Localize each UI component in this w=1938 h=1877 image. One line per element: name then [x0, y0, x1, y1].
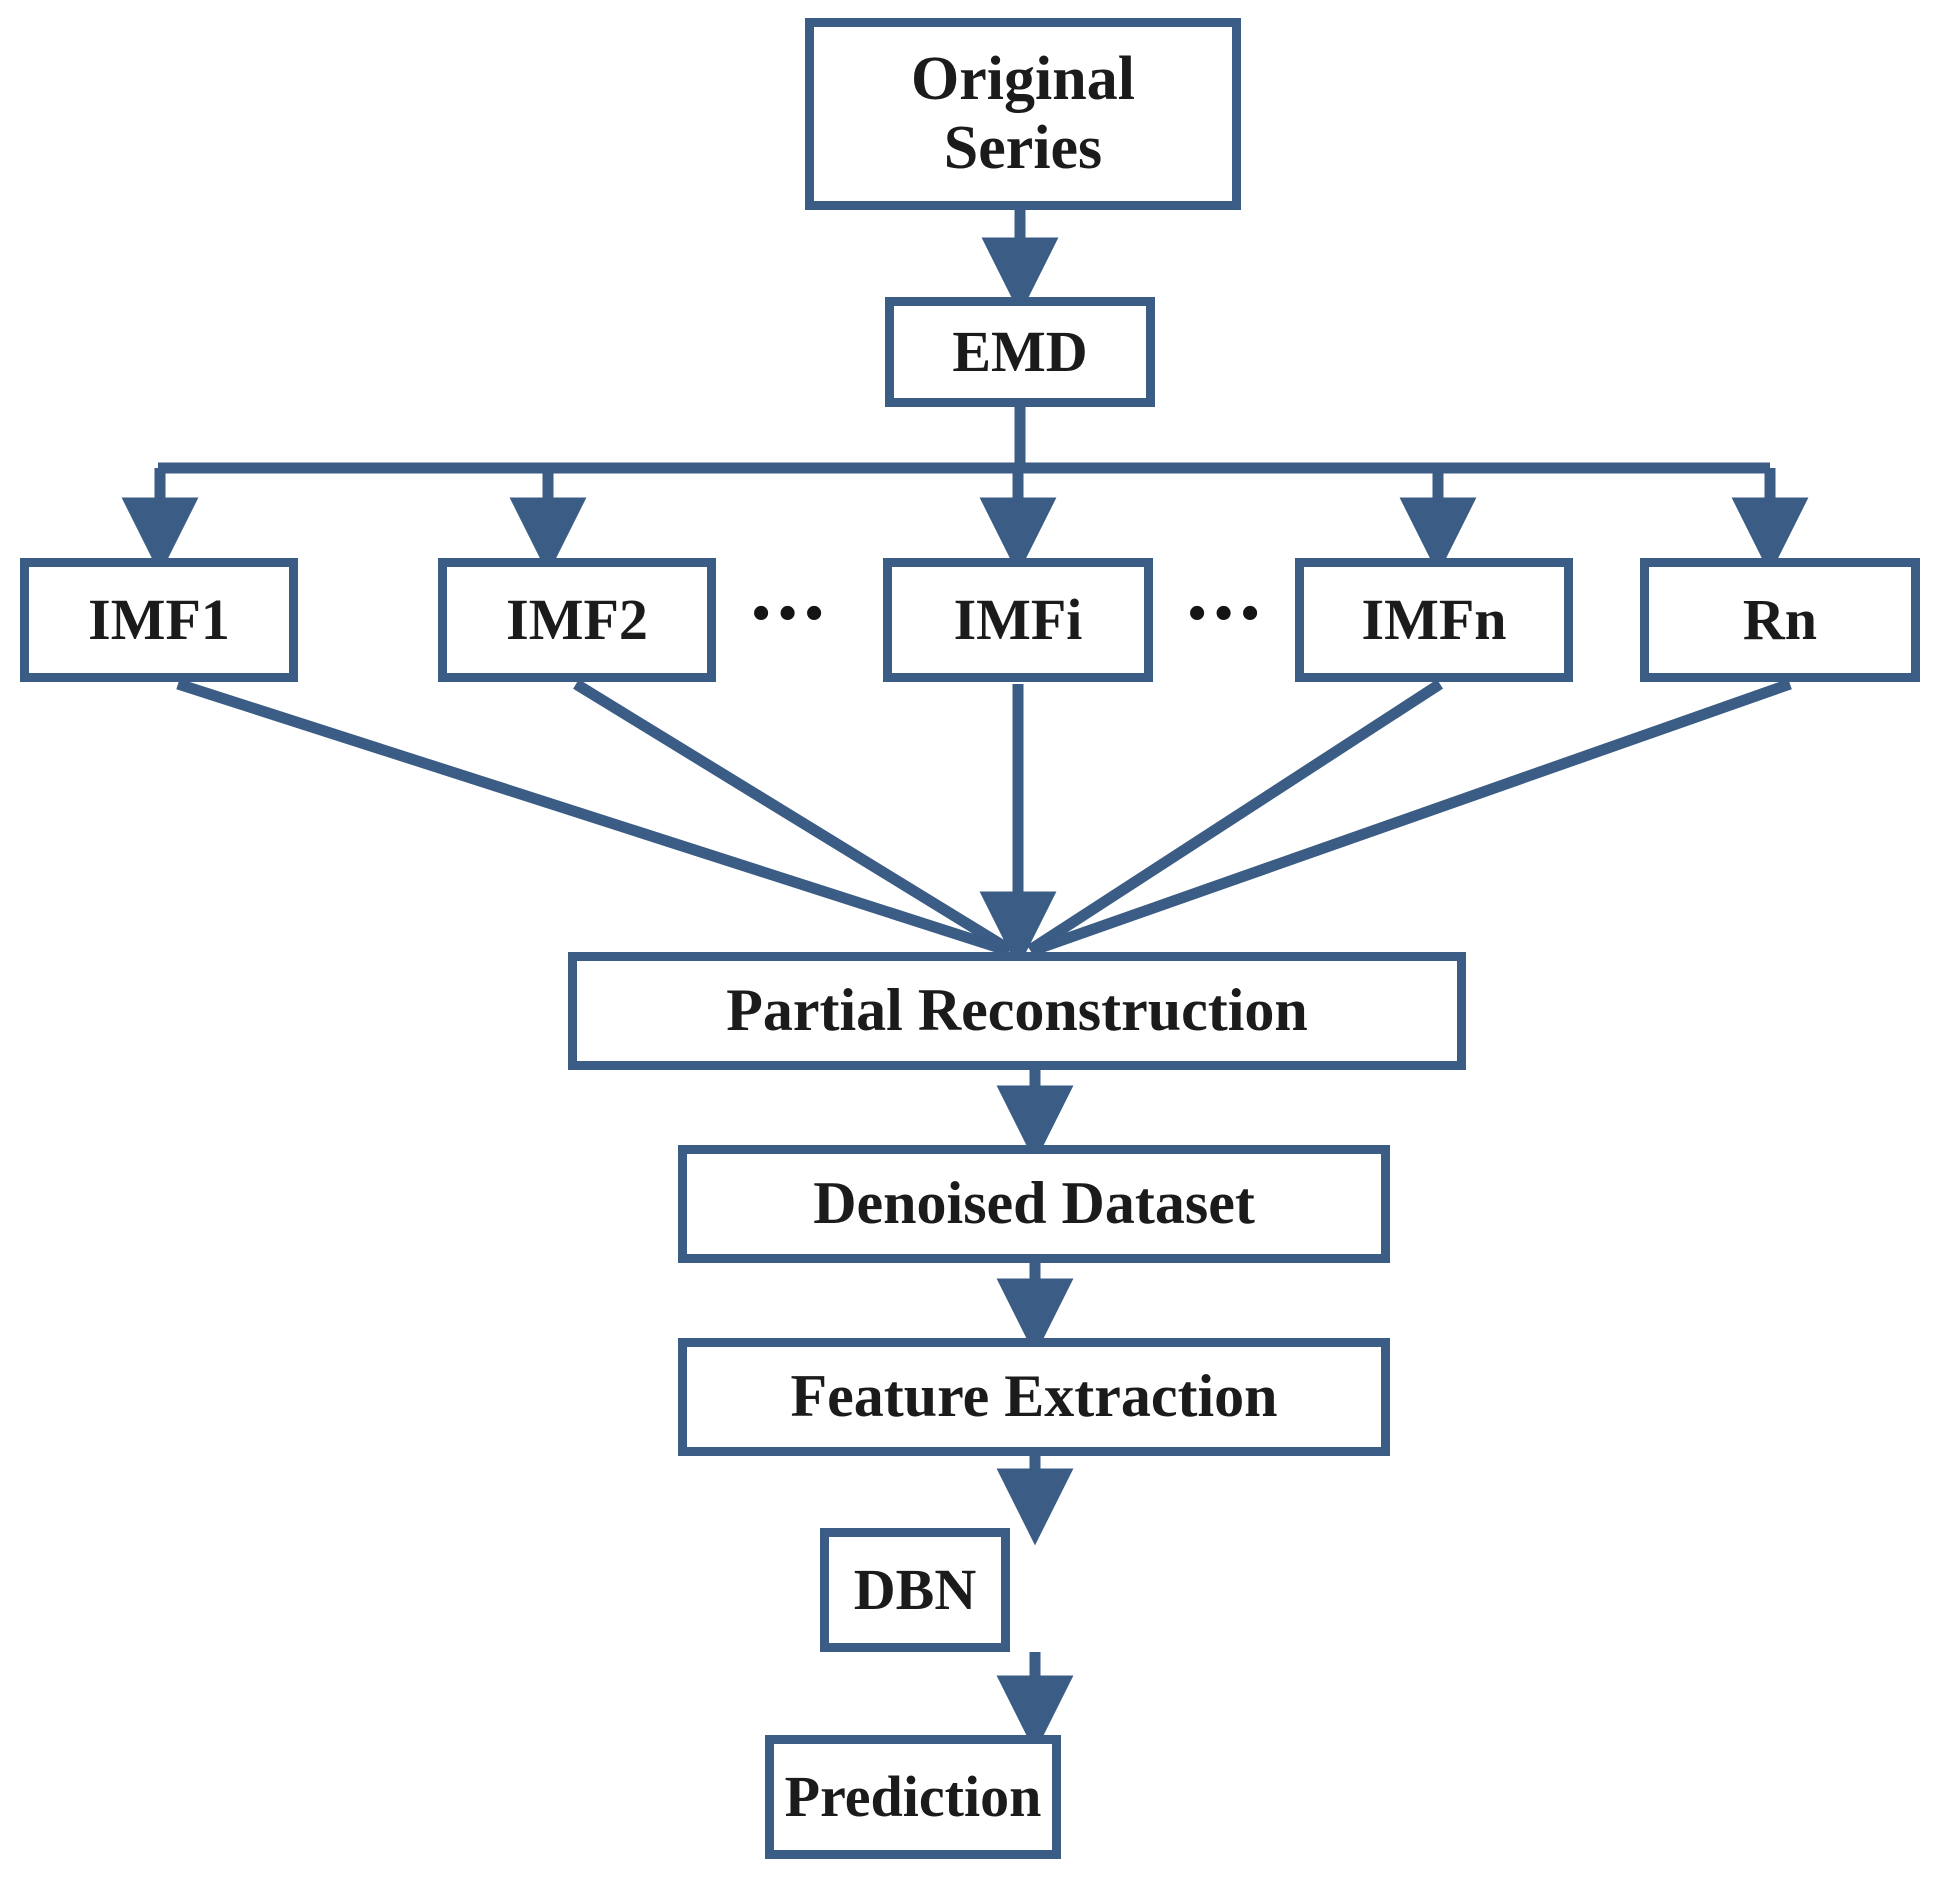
node-imf1-label: IMF1 [88, 586, 230, 652]
ellipsis-left: ••• [752, 585, 832, 642]
edge-imf1-to-partial-reconstruction [176, 678, 1008, 956]
node-denoised-dataset-label: Denoised Dataset [813, 1170, 1255, 1237]
node-emd-label: EMD [952, 318, 1088, 384]
node-dbn-label: DBN [853, 1556, 977, 1622]
node-feature-extraction[interactable]: Feature Extraction [678, 1338, 1390, 1456]
node-dbn[interactable]: DBN [820, 1528, 1010, 1652]
node-denoised-dataset[interactable]: Denoised Dataset [678, 1145, 1390, 1263]
node-prediction[interactable]: Prediction [765, 1735, 1061, 1859]
node-rn[interactable]: Rn [1640, 558, 1920, 682]
edge-rn-to-partial-reconstruction [1032, 678, 1792, 956]
node-partial-reconstruction-label: Partial Reconstruction [726, 977, 1308, 1044]
node-original-series-label: Original Series [911, 44, 1135, 182]
edge-imf2-to-partial-reconstruction [573, 679, 1013, 955]
node-imf2-label: IMF2 [506, 586, 648, 652]
node-emd[interactable]: EMD [885, 297, 1155, 407]
edge-emd-to-distribution-bus [158, 407, 1770, 474]
node-imfn[interactable]: IMFn [1295, 558, 1573, 682]
node-rn-label: Rn [1742, 586, 1818, 652]
ellipsis-right: ••• [1188, 585, 1268, 642]
edge-imfn-to-partial-reconstruction [1027, 679, 1443, 955]
node-imf1[interactable]: IMF1 [20, 558, 298, 682]
node-imfi[interactable]: IMFi [883, 558, 1153, 682]
node-imfi-label: IMFi [953, 586, 1083, 652]
node-prediction-label: Prediction [784, 1763, 1042, 1829]
node-imf2[interactable]: IMF2 [438, 558, 716, 682]
node-imfn-label: IMFn [1361, 586, 1507, 652]
node-partial-reconstruction[interactable]: Partial Reconstruction [568, 952, 1466, 1070]
node-original-series[interactable]: Original Series [805, 18, 1241, 210]
node-feature-extraction-label: Feature Extraction [790, 1363, 1278, 1430]
